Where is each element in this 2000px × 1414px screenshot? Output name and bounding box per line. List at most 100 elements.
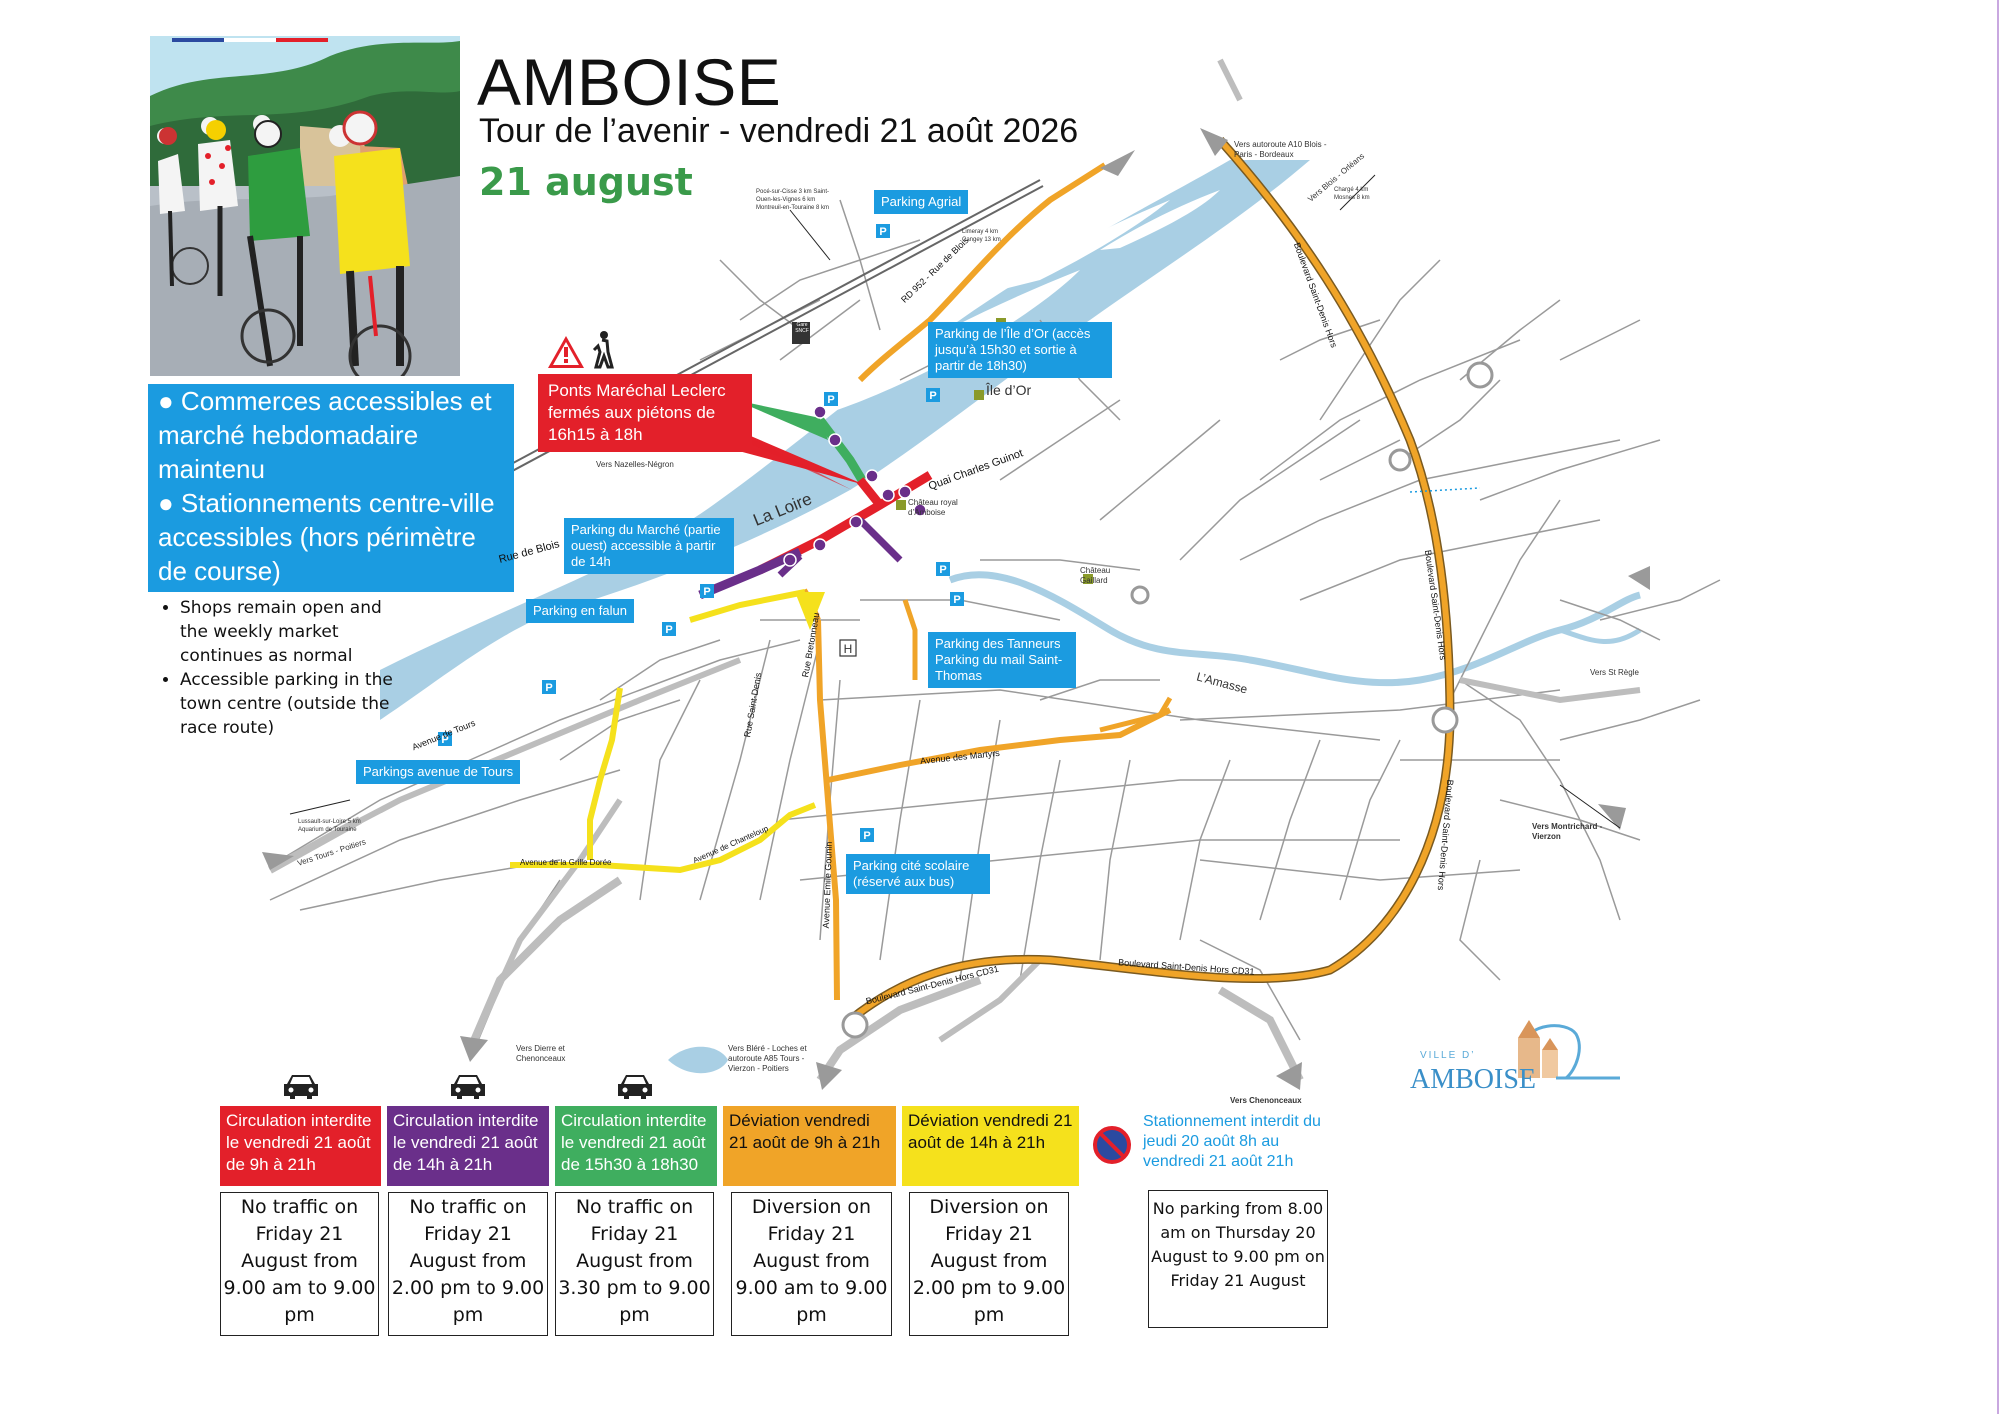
chateau-gaillard-label: Château Gaillard <box>1080 566 1111 585</box>
diversion-yellow-triangle <box>795 592 825 630</box>
bullet-shops: Shops remain open and the weekly market … <box>180 596 406 668</box>
parking-avenue-tours-label: Parkings avenue de Tours <box>356 760 521 784</box>
river-island <box>1000 200 1170 290</box>
parking-marche-label: Parking du Marché (partie ouest) accessi… <box>564 518 734 574</box>
legend-yellow: Déviation vendredi 21 août de 14h à 21h <box>902 1106 1079 1186</box>
vers-dierre-label: Vers Dierre et Chenonceaux <box>516 1044 566 1063</box>
thin-arrow-lussault <box>289 799 351 815</box>
road-to-tours <box>268 816 362 874</box>
closure-red-bridge <box>856 477 884 508</box>
svg-text:P: P <box>441 734 448 746</box>
parking-falun-label: Parking en falun <box>526 599 634 623</box>
no-parking-icon <box>1093 1126 1131 1169</box>
legend-red-en: No traffic on Friday 21 August from 9.00… <box>220 1192 379 1336</box>
closure-green-bridge <box>816 417 866 483</box>
vers-blere-label: Vers Bléré - Loches et autoroute A85 Tou… <box>728 1044 807 1073</box>
svg-text:P: P <box>879 226 886 238</box>
car-icon <box>449 1072 487 1105</box>
bullet-parking: Accessible parking in the town centre (o… <box>180 668 406 740</box>
svg-text:P: P <box>827 394 834 406</box>
gare-label: Gare SNCF <box>795 322 809 334</box>
no-parking-en: No parking from 8.00 am on Thursday 20 A… <box>1148 1190 1328 1328</box>
svg-text:H: H <box>844 642 853 656</box>
roundabouts <box>841 361 1494 1039</box>
svg-text:P: P <box>953 594 960 606</box>
legend-yellow-en: Diversion on Friday 21 August from 2.00 … <box>909 1192 1069 1336</box>
logo-ville-d: VILLE D’ <box>1420 1050 1476 1061</box>
parking-cite-scolaire-label: Parking cité scolaire (réservé aux bus) <box>846 854 990 894</box>
parking-tanneurs-label: Parking des Tanneurs Parking du mail Sai… <box>928 632 1076 688</box>
diversion-orange-tanneurs <box>902 599 918 680</box>
road-to-blere <box>816 976 982 1083</box>
info-commerce: ● Commerces accessibles et marché hebdom… <box>158 386 492 484</box>
date-english: 21 august <box>479 160 693 204</box>
info-parking: ● Stationnements centre-ville accessible… <box>158 488 495 586</box>
amboise-logo: VILLE D’ AMBOISE <box>1406 1014 1626 1104</box>
parking-agrial-label: Parking Agrial <box>874 190 969 214</box>
page-title: AMBOISE <box>477 45 782 119</box>
vers-st-regle-label: Vers St Règle <box>1590 668 1639 677</box>
warning-pointer <box>725 425 865 485</box>
vers-chenonceaux-label: Vers Chenonceaux <box>1230 1096 1302 1105</box>
vers-nazelles-label: Vers Nazelles-Négron <box>596 460 674 469</box>
info-bullets-en: Shops remain open and the weekly market … <box>156 596 406 740</box>
info-box-fr: ● Commerces accessibles et marché hebdom… <box>148 384 514 592</box>
legend-orange: Déviation vendredi 21 août de 9h à 21h <box>723 1106 896 1186</box>
parking-pins: P P P P P P P P P P <box>438 224 964 842</box>
dotted-line <box>1409 487 1481 493</box>
vers-a10-label: Vers autoroute A10 Blois - Paris - Borde… <box>1234 140 1327 159</box>
legend-green-en: No traffic on Friday 21 August from 3.30… <box>555 1192 714 1336</box>
road-to-dierre <box>466 876 623 1052</box>
river-island <box>1100 190 1220 250</box>
vers-poce-label: Pocé-sur-Cisse 3 km Saint-Ouen-les-Vigne… <box>756 189 830 211</box>
hospital-icon: H <box>839 639 857 657</box>
pedestrian-icon <box>590 330 616 375</box>
train-station-icon <box>792 322 810 344</box>
thin-arrow-montrichard <box>1559 784 1621 829</box>
car-icon <box>616 1072 654 1105</box>
page-subtitle: Tour de l’avenir - vendredi 21 août 2026 <box>479 112 1079 150</box>
pond <box>668 1046 728 1074</box>
vers-limeray-label: Limeray 4 km Cangey 13 km <box>962 229 1001 243</box>
diversion-yellow-west <box>510 802 817 874</box>
ile-dor-label: Île d’Or <box>986 382 1032 398</box>
parking-ile-dor-label: Parking de l’Île d’Or (accès jusqu’à 15h… <box>928 322 1112 378</box>
tour-poster-illustration <box>150 36 460 376</box>
bridge-closure-warning: Ponts Maréchal Leclerc fermés aux piéton… <box>538 374 752 452</box>
loire-river <box>380 160 1310 720</box>
thin-arrow-poce <box>789 209 831 261</box>
legend-red: Circulation interdite le vendredi 21 aoû… <box>220 1106 381 1186</box>
legend-purple-en: No traffic on Friday 21 August from 2.00… <box>388 1192 548 1336</box>
warning-triangle-icon <box>546 334 586 375</box>
road-to-st-regle <box>1459 677 1641 704</box>
warning-pointer <box>735 430 852 490</box>
car-icon <box>282 1072 320 1105</box>
closure-purple-branch <box>857 517 903 563</box>
direction-arrows <box>262 128 1650 1090</box>
svg-text:P: P <box>929 390 936 402</box>
vers-montrichard-label: Vers Montrichard - Vierzon <box>1532 822 1603 841</box>
avenue-grille-doree-label: Avenue de la Grille Dorée <box>520 858 612 867</box>
diversion-orange-gounin <box>815 619 840 1001</box>
no-parking-dots <box>783 405 927 567</box>
svg-text:P: P <box>545 682 552 694</box>
legend-orange-en: Diversion on Friday 21 August from 9.00 … <box>731 1192 892 1336</box>
vers-lussault-label: Lussault-sur-Loire 5 km Aquarium de Tour… <box>298 819 361 833</box>
thin-arrow-blois <box>1339 174 1376 211</box>
svg-text:P: P <box>703 586 710 598</box>
road-to-chenonceaux <box>1217 986 1304 1082</box>
closure-green-wedge <box>735 400 828 440</box>
logo-amboise: AMBOISE <box>1410 1064 1537 1095</box>
diversion-orange-rd952 <box>857 162 1107 383</box>
legend-green: Circulation interdite le vendredi 21 aoû… <box>555 1106 717 1186</box>
vers-charge-label: Chargé 4 km Mosnes 8 km <box>1334 187 1370 201</box>
svg-text:P: P <box>665 624 672 636</box>
diversion-yellow-north <box>587 687 623 860</box>
diversion-orange-martyrs-east <box>1099 696 1173 733</box>
svg-text:P: P <box>939 564 946 576</box>
diversion-orange-martyrs <box>827 707 1172 783</box>
legend-purple: Circulation interdite le vendredi 21 aoû… <box>387 1106 549 1186</box>
chateau-royal-label: Château royal d’Amboise <box>908 498 958 517</box>
no-parking-fr: Stationnement interdit du jeudi 20 août … <box>1143 1113 1321 1170</box>
svg-text:P: P <box>863 830 870 842</box>
